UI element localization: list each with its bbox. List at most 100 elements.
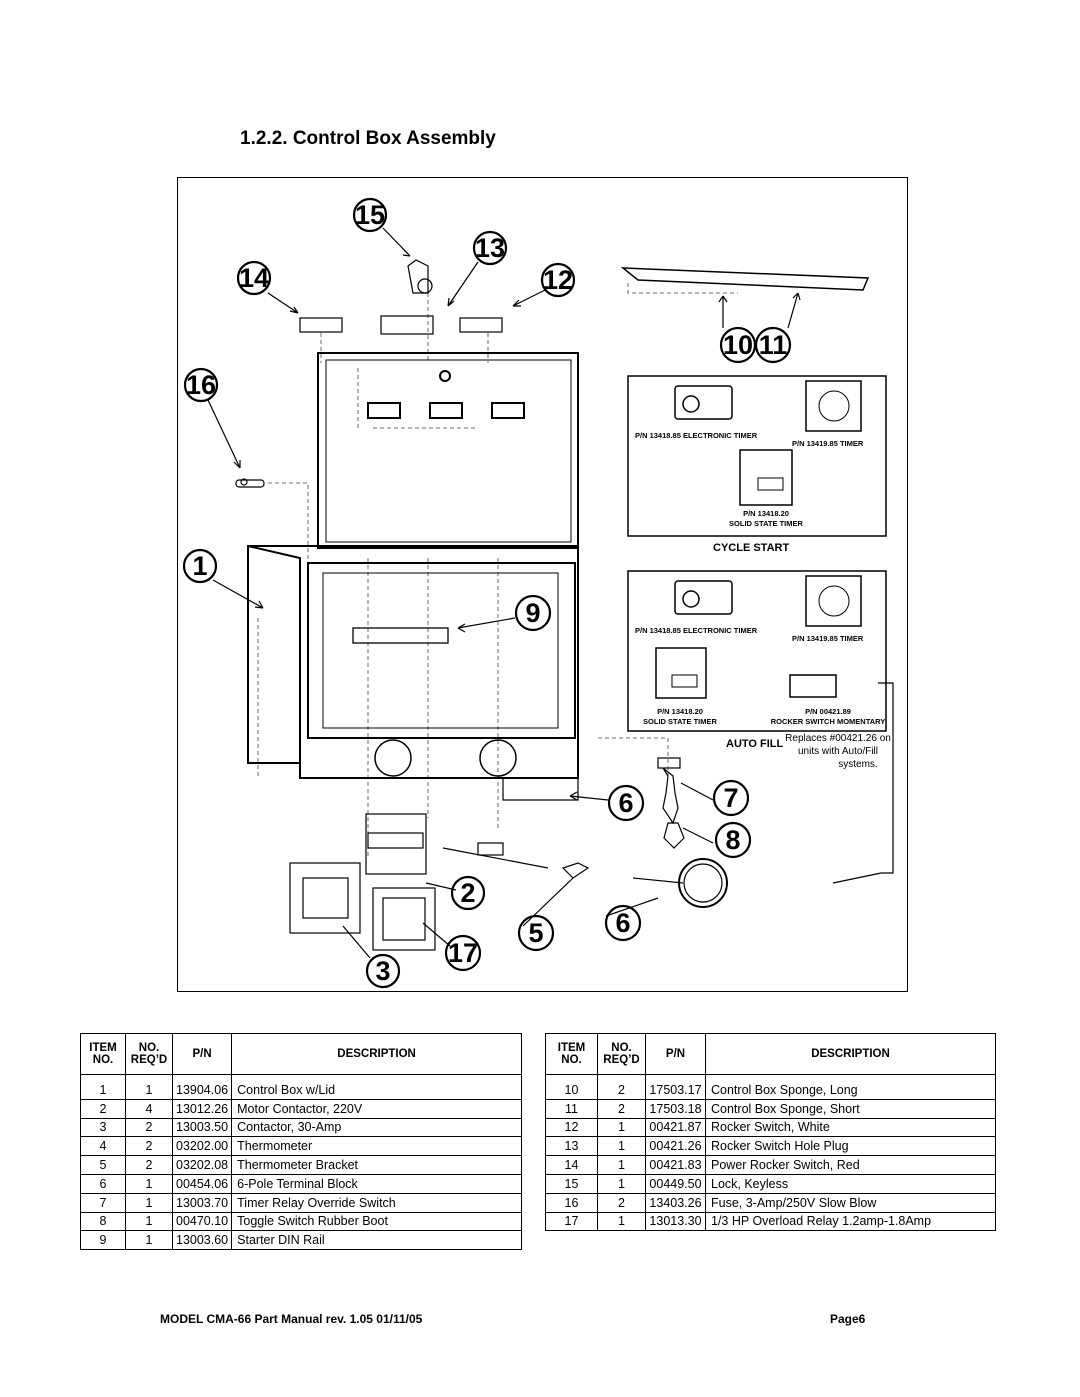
qty-reqd-cell: 1 bbox=[597, 1117, 646, 1138]
callout-5-circle bbox=[517, 914, 555, 952]
part-number-cell: 13003.60 bbox=[171, 1230, 233, 1251]
qty-reqd-cell: 4 bbox=[125, 1098, 173, 1119]
item-no-cell: 10 bbox=[545, 1074, 598, 1100]
cycle-start-electronic-timer-label: P/N 13418.85 ELECTRONIC TIMER bbox=[635, 431, 758, 440]
qty-reqd-cell: 1 bbox=[125, 1230, 173, 1251]
item-no-cell: 11 bbox=[545, 1098, 598, 1119]
callout-11-circle bbox=[754, 326, 792, 364]
description-cell: Motor Contactor, 220V bbox=[231, 1098, 522, 1119]
description-cell: Starter DIN Rail bbox=[231, 1230, 522, 1251]
description-cell: Power Rocker Switch, Red bbox=[705, 1155, 996, 1175]
qty-reqd-cell: 1 bbox=[125, 1173, 173, 1194]
callout-7-circle bbox=[712, 779, 750, 817]
part-number-cell: 13003.50 bbox=[171, 1117, 233, 1138]
item-no-cell: 12 bbox=[545, 1117, 598, 1138]
part-number-cell: 00454.06 bbox=[171, 1173, 233, 1194]
callout-14-circle bbox=[236, 260, 272, 296]
item-no-cell: 14 bbox=[545, 1155, 598, 1175]
callout-12: 12 bbox=[543, 265, 573, 295]
section-title: 1.2.2. Control Box Assembly bbox=[240, 128, 496, 149]
part-number-cell: 03202.08 bbox=[171, 1155, 233, 1175]
qty-reqd-cell: 2 bbox=[125, 1155, 173, 1175]
callout-6b-circle bbox=[604, 904, 642, 942]
qty-reqd-cell: 1 bbox=[125, 1211, 173, 1232]
callout-6b: 6 bbox=[615, 908, 630, 938]
description-cell: Thermometer Bracket bbox=[231, 1155, 522, 1175]
description-cell: Rocker Switch Hole Plug bbox=[705, 1136, 996, 1157]
item-no-cell: 1 bbox=[80, 1074, 126, 1100]
description-cell: Fuse, 3-Amp/250V Slow Blow bbox=[705, 1192, 996, 1213]
footer-model: MODEL CMA-66 Part Manual rev. 1.05 01/11… bbox=[160, 1312, 423, 1326]
qty-reqd-cell: 2 bbox=[125, 1117, 173, 1138]
callout-14: 14 bbox=[239, 263, 269, 293]
note-line-1: Replaces #00421.26 on bbox=[785, 733, 891, 744]
qty-reqd-cell: 1 bbox=[597, 1155, 646, 1175]
description-cell: Contactor, 30-Amp bbox=[231, 1117, 522, 1138]
item-no-cell: 16 bbox=[545, 1192, 598, 1213]
part-number-cell: 00449.50 bbox=[645, 1173, 706, 1194]
callout-1: 1 bbox=[192, 551, 207, 581]
callout-11: 11 bbox=[759, 330, 788, 360]
item-no-cell: 7 bbox=[80, 1192, 126, 1213]
part-number-cell: 13904.06 bbox=[171, 1074, 233, 1100]
callout-9: 9 bbox=[525, 598, 540, 628]
header-no-reqd: NO.REQ’D bbox=[597, 1033, 646, 1075]
callout-10: 10 bbox=[723, 330, 753, 360]
callout-7: 7 bbox=[723, 783, 738, 813]
auto-fill-label: AUTO FILL bbox=[726, 738, 784, 750]
description-cell: Rocker Switch, White bbox=[705, 1117, 996, 1138]
qty-reqd-cell: 2 bbox=[597, 1074, 646, 1100]
description-cell: 1/3 HP Overload Relay 1.2amp-1.8Amp bbox=[705, 1211, 996, 1232]
auto-fill-electronic-timer-label: P/N 13418.85 ELECTRONIC TIMER bbox=[635, 626, 758, 635]
description-cell: Thermometer bbox=[231, 1136, 522, 1157]
note-line-3: systems. bbox=[838, 759, 877, 770]
item-no-cell: 2 bbox=[80, 1098, 126, 1119]
part-number-cell: 13403.26 bbox=[645, 1192, 706, 1213]
cycle-start-label: CYCLE START bbox=[713, 542, 789, 554]
header-description: DESCRIPTION bbox=[705, 1033, 996, 1075]
callout-2-circle bbox=[450, 875, 486, 911]
footer-page: Page6 bbox=[830, 1312, 866, 1326]
callout-16: 16 bbox=[186, 370, 216, 400]
callout-17: 17 bbox=[448, 938, 478, 968]
auto-fill-rocker-pn: P/N 00421.89 bbox=[805, 707, 851, 716]
item-no-cell: 13 bbox=[545, 1136, 598, 1157]
description-cell: Control Box Sponge, Long bbox=[705, 1074, 996, 1100]
callout-15: 15 bbox=[355, 200, 385, 230]
callout-2: 2 bbox=[460, 878, 475, 908]
diagram-svg: 15 13 14 12 10 11 16 9 1 6 7 8 2 5 6 3 1… bbox=[182, 197, 894, 989]
callout-13-circle bbox=[472, 230, 508, 266]
item-no-cell: 15 bbox=[545, 1173, 598, 1194]
part-number-cell: 13013.30 bbox=[645, 1211, 706, 1232]
exploded-diagram: 15 13 14 12 10 11 16 9 1 6 7 8 2 5 6 3 1… bbox=[177, 177, 908, 992]
note-line-2: units with Auto/Fill bbox=[798, 746, 878, 757]
auto-fill-rocker-label: ROCKER SWITCH MOMENTARY bbox=[771, 717, 886, 726]
auto-fill-solid-state-label: SOLID STATE TIMER bbox=[643, 717, 717, 726]
callout-6a: 6 bbox=[618, 788, 633, 818]
part-number-cell: 00421.26 bbox=[645, 1136, 706, 1157]
callout-16-circle bbox=[183, 367, 219, 403]
qty-reqd-cell: 1 bbox=[597, 1136, 646, 1157]
item-no-cell: 8 bbox=[80, 1211, 126, 1232]
qty-reqd-cell: 1 bbox=[125, 1192, 173, 1213]
callout-15-circle bbox=[352, 197, 388, 233]
